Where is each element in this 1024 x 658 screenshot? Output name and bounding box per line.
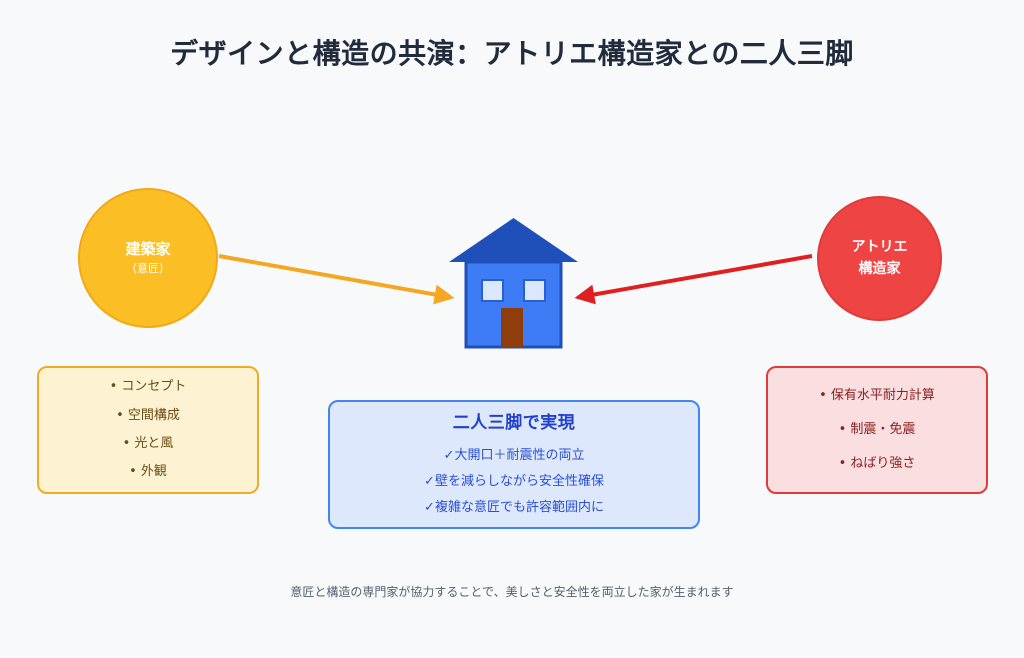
list-item: • 空間構成 (116, 407, 180, 423)
arrow-architect-to-house (218, 254, 455, 305)
engineer-circle: アトリエ 構造家 (817, 196, 942, 321)
arrow-engineer-to-house (574, 254, 813, 305)
architect-role: （意匠） (126, 261, 170, 275)
list-item: ✓壁を減らしながら安全性確保 (424, 473, 604, 489)
list-item: • 保有水平耐力計算 (819, 387, 935, 403)
list-item: • 外観 (129, 464, 167, 480)
structure-detail-box: • 保有水平耐力計算 • 制震・免震 • ねばり強さ (766, 366, 988, 494)
page-title: デザインと構造の共演：アトリエ構造家との二人三脚 (170, 37, 854, 70)
list-item: • 光と風 (122, 436, 174, 451)
architect-circle: 建築家 （意匠） (78, 188, 218, 328)
design-detail-box: • コンセプト • 空間構成 • 光と風 • 外観 (37, 366, 259, 494)
house-icon (449, 218, 578, 349)
result-box: 二人三脚で実現 ✓大開口＋耐震性の両立 ✓壁を減らしながら安全性確保 ✓複雑な意… (328, 400, 700, 529)
list-item: • ねばり強さ (838, 456, 916, 472)
footer-note: 意匠と構造の専門家が協力することで、美しさと安全性を両立した家が生まれます (290, 585, 734, 599)
list-item: ✓複雑な意匠でも許容範囲内に (424, 500, 604, 516)
result-heading: 二人三脚で実現 (452, 412, 576, 433)
list-item: • コンセプト (109, 379, 187, 395)
engineer-name-line1: アトリエ (851, 238, 908, 255)
list-item: ✓大開口＋耐震性の両立 (443, 447, 585, 463)
list-item: • 制震・免震 (838, 421, 916, 437)
architect-name: 建築家 (125, 239, 171, 258)
engineer-name-line2: 構造家 (858, 260, 901, 277)
